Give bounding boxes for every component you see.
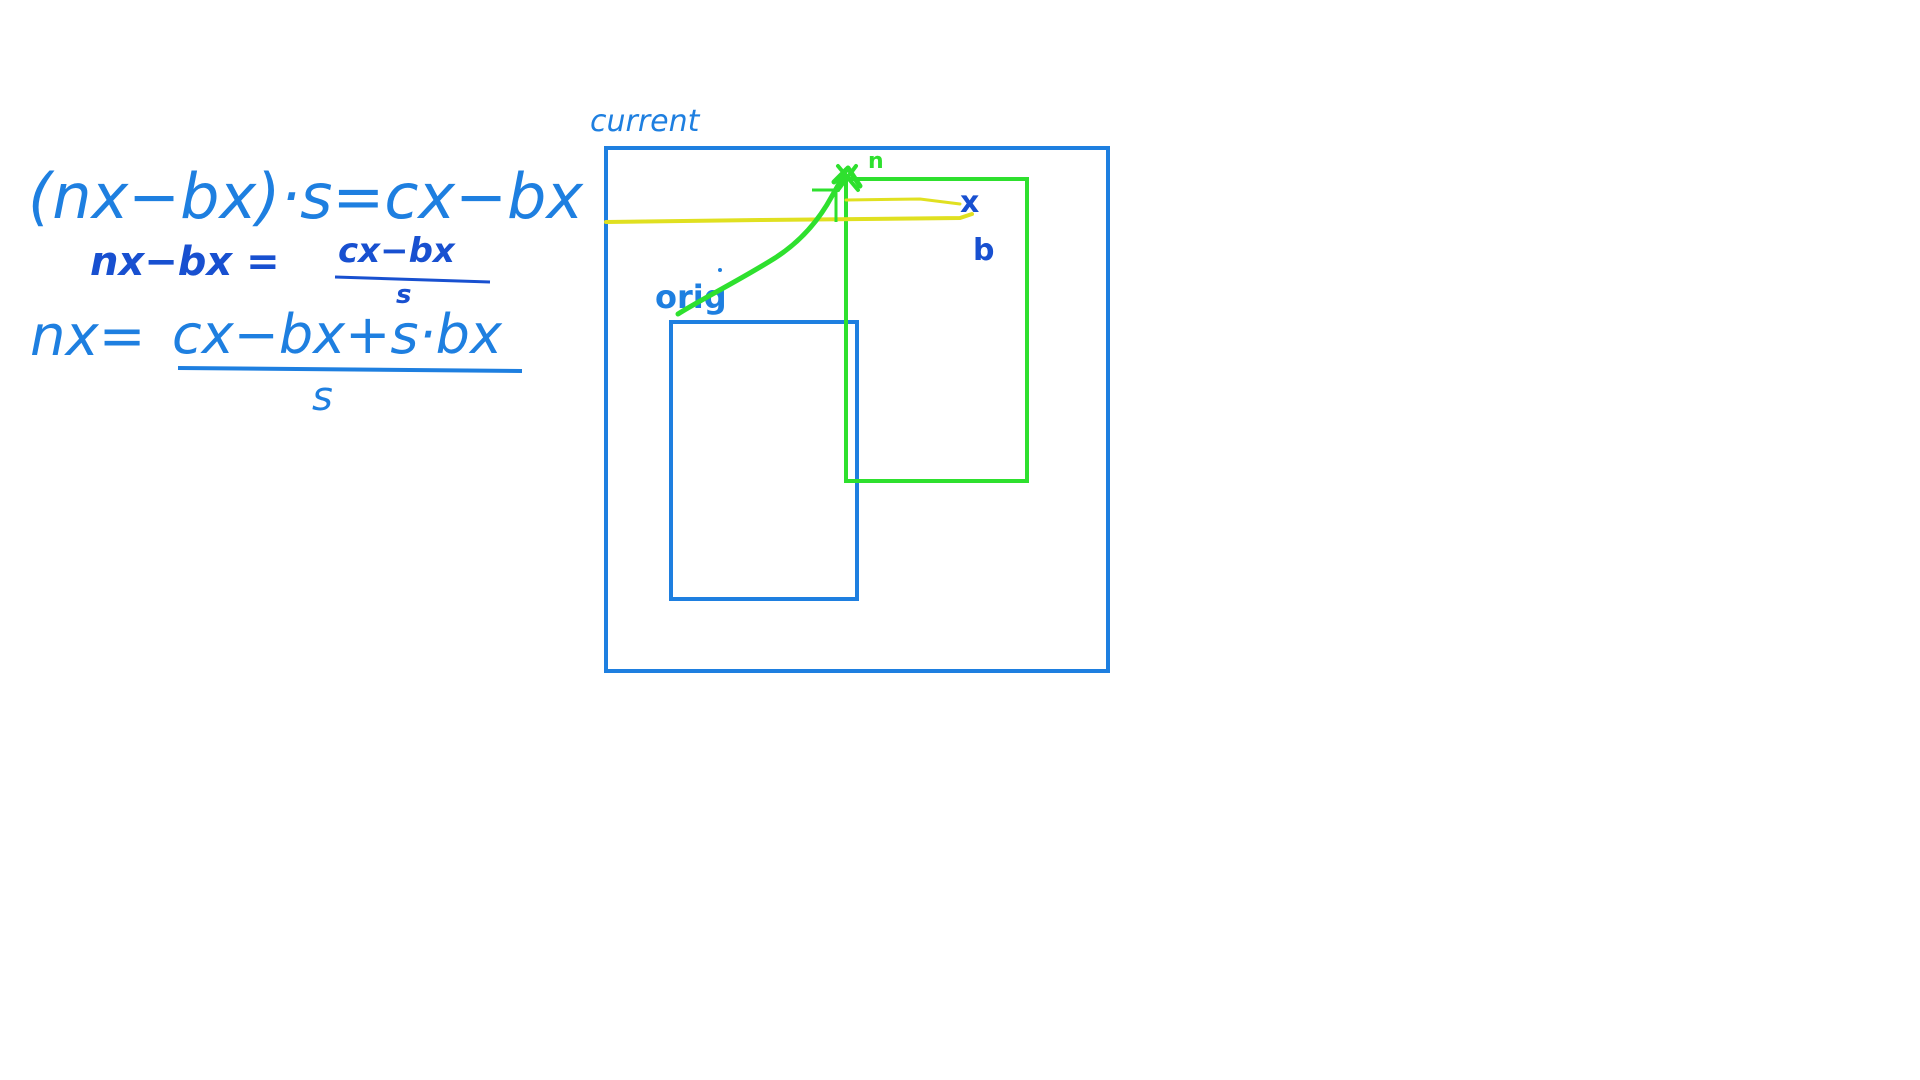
equation-line-2-fraction-bar (334, 275, 491, 284)
equation-line-3-denominator: s (312, 374, 333, 420)
equation-line-2-lhs: nx−bx = (90, 239, 280, 285)
orig-rect (669, 320, 859, 601)
equation-line-2-numerator: cx−bx (338, 231, 456, 271)
equation-block: (nx−bx)·s=cx−bx nx−bx = cx−bx s nx= cx−b… (28, 160, 584, 420)
yellow-guide-line (604, 212, 974, 224)
b-point-mark: x (960, 185, 979, 220)
equation-line-3-fraction-bar (177, 366, 523, 373)
new-rect (844, 177, 1029, 483)
equation-line-3-lhs: nx= (30, 304, 146, 369)
green-arrow-curve (675, 167, 849, 317)
equation-line-3-numerator: cx−bx+s·bx (172, 303, 503, 366)
yellow-guide-short (844, 197, 962, 206)
current-label: current (590, 104, 701, 139)
n-label: n (868, 149, 884, 174)
current-rect (604, 146, 1110, 673)
equation-line-1: (nx−bx)·s=cx−bx (28, 160, 584, 233)
b-label: b (973, 233, 994, 268)
green-x-mark (836, 164, 860, 192)
orig-label: orig (655, 278, 727, 316)
green-arrow-head (831, 165, 863, 189)
equation-line-2-denominator: s (396, 280, 411, 310)
small-dot (718, 268, 722, 272)
